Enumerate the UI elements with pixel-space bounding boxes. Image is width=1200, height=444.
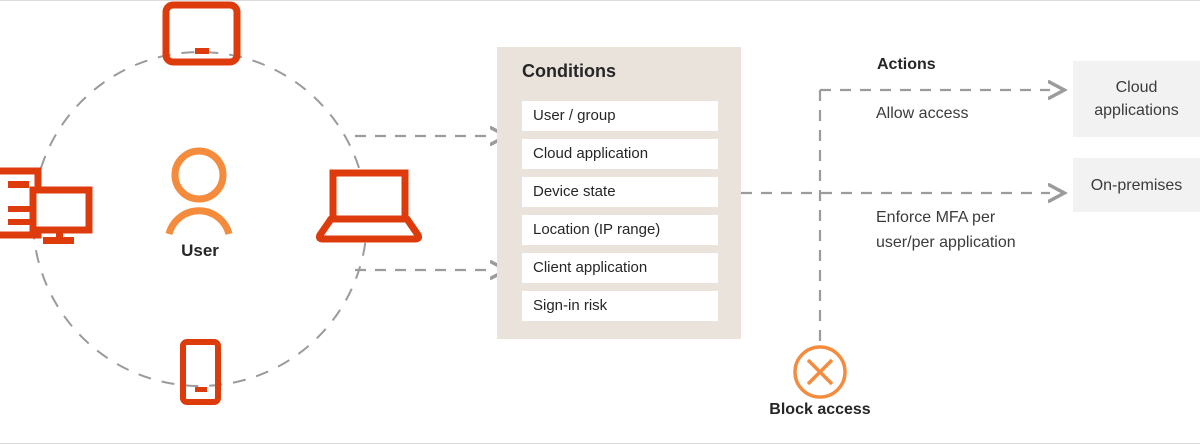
- condition-row-client-application[interactable]: Client application: [522, 253, 718, 283]
- conditions-panel: Conditions User / group Cloud applicatio…: [497, 47, 741, 339]
- action-enforce-mfa-label: Enforce MFA per user/per application: [876, 209, 1016, 251]
- target-cloud-applications[interactable]: Cloud applications: [1073, 61, 1200, 137]
- target-on-premises[interactable]: On-premises: [1073, 158, 1200, 212]
- actions-title: Actions: [877, 56, 936, 73]
- user-label: User: [181, 241, 219, 260]
- condition-row-user-group[interactable]: User / group: [522, 101, 718, 131]
- desktop-computer-icon: [0, 167, 93, 244]
- circle-x-icon: [793, 345, 847, 399]
- user-person-icon: [165, 147, 233, 236]
- condition-row-device-state[interactable]: Device state: [522, 177, 718, 207]
- action-block-access-label: Block access: [769, 401, 871, 418]
- conditions-list: User / group Cloud application Device st…: [522, 101, 718, 329]
- smartphone-icon: [180, 339, 221, 405]
- conditions-title: Conditions: [522, 61, 616, 81]
- condition-row-cloud-application[interactable]: Cloud application: [522, 139, 718, 169]
- action-allow-access-label: Allow access: [876, 105, 969, 122]
- tablet-icon: [162, 1, 241, 66]
- condition-row-sign-in-risk[interactable]: Sign-in risk: [522, 291, 718, 321]
- laptop-icon: [315, 169, 423, 243]
- condition-row-location-ip-range[interactable]: Location (IP range): [522, 215, 718, 245]
